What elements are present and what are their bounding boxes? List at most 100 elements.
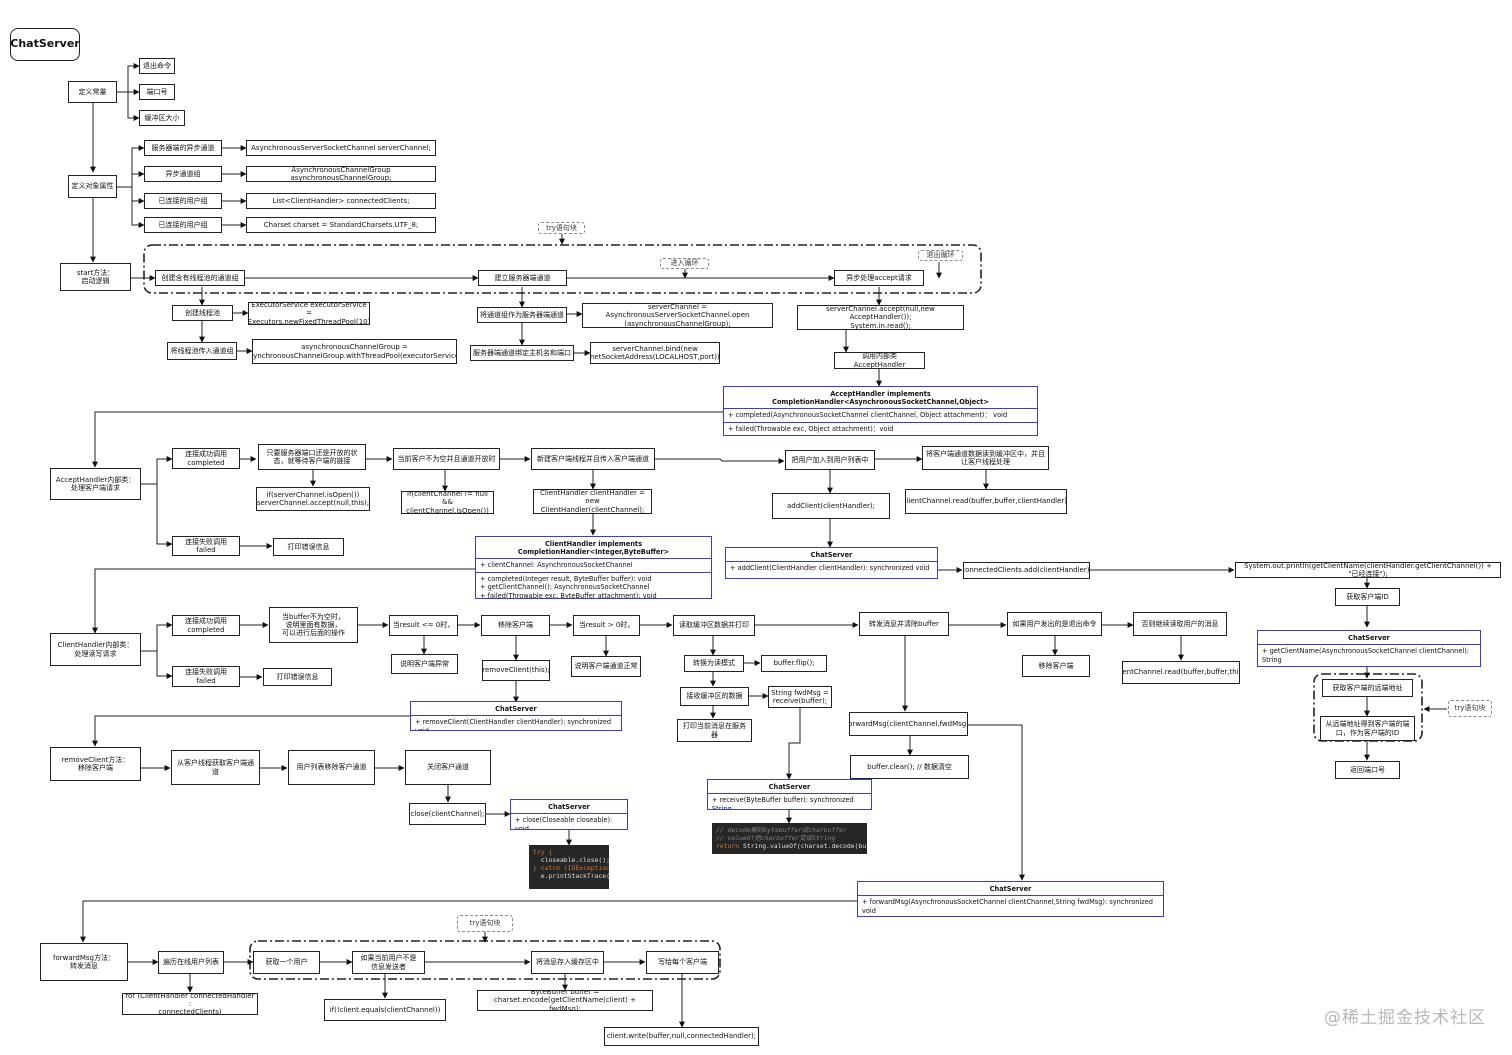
result-gt-zero: 当result > 0时， xyxy=(573,615,640,636)
get-remote-address: 获取客户端的远端地址 xyxy=(1322,679,1413,697)
client-handler-label: ClientHandler内部类： 处理读写请求 xyxy=(50,633,141,666)
get-client-id: 获取客户端ID xyxy=(1335,588,1400,606)
accept-print-error: 打印错误信息 xyxy=(273,538,344,556)
receive-class: ChatServer + receive(ByteBuffer buffer):… xyxy=(707,779,872,810)
exit-loop-note: 退出循环 xyxy=(918,250,963,261)
accept-handler-failed: + failed(Throwable exc, Object attachmen… xyxy=(724,421,1037,435)
attr-connected-clients-label: 已连接的用户组 xyxy=(144,193,222,209)
print-on-server: 打印当前消息在服务器 xyxy=(677,719,752,742)
read-and-print: 读取缓冲区数据并打印 xyxy=(673,615,755,636)
else-continue-read: 否则继续读取用户的消息 xyxy=(1133,612,1227,636)
remove-from-user-list: 用户列表移除客户通道 xyxy=(288,750,375,785)
new-client-handler: 新建客户端线程并且传入客户端通道 xyxy=(531,448,655,470)
receive-comment-valueof: // valueOf把charbuffer变成String xyxy=(716,834,836,842)
receive-buffer-data: 接收缓冲区的数据 xyxy=(680,687,749,706)
try-note-start: try语句块 xyxy=(538,222,585,234)
start-method: start方法： 启动逻辑 xyxy=(60,263,131,291)
client-not-null: 当前客户不为空并且通道开放时 xyxy=(393,448,500,470)
new-client-handler-code: ClientHandler clientHandler = new Client… xyxy=(533,489,652,514)
accept-handler-class-title: AcceptHandler implements CompletionHandl… xyxy=(724,387,1037,409)
forward-msg-method: forwardMsg方法： 转发消息 xyxy=(40,943,128,981)
client-abnormal: 说明客户端异常 xyxy=(391,654,458,674)
create-thread-pool: 创建线程池 xyxy=(172,305,233,321)
client-handler-class: ClientHandler implements CompletionHandl… xyxy=(475,536,712,599)
forward-msg-call: forwardMsg(clientChannel,fwdMsg); xyxy=(849,712,968,736)
accept-code: serverChannel.accept(null,new AcceptHand… xyxy=(797,305,964,330)
accept-fail: 连接失败调用 failed xyxy=(172,536,240,556)
open-channel-code: serverChannel = AsynchronousServerSocket… xyxy=(582,303,773,328)
forwardmsg-method: + forwardMsg(AsynchronousSocketChannel c… xyxy=(862,898,1153,915)
async-accept: 异步处理accept请求 xyxy=(834,270,924,286)
client-print-error: 打印错误信息 xyxy=(263,668,332,686)
if-quit-command: 如果用户发出的是退出命令 xyxy=(1007,612,1102,636)
accept-handler-label: AcceptHandler内部类： 处理客户端请求 xyxy=(50,468,141,500)
client-fail: 连接失败调用 failed xyxy=(172,666,240,687)
receive-code-return: return xyxy=(716,842,740,850)
use-group-as-channel: 将通道组作为服务器端通道 xyxy=(477,307,567,323)
channel-group-code: asynchronousChannelGroup = AsynchronousC… xyxy=(252,339,457,364)
attr-server-channel-code: AsynchronousServerSocketChannel serverCh… xyxy=(246,140,436,156)
add-user-to-list: 把用户加入到用户列表中 xyxy=(785,450,875,470)
forward-and-clear: 转发消息并清除buffer xyxy=(859,612,949,636)
get-a-user: 获取一个用户 xyxy=(253,951,320,974)
for-loop-code: for (ClientHandler connectedHandler : co… xyxy=(122,993,258,1015)
attr-channel-group-label: 异步通道组 xyxy=(144,166,222,182)
try-note-forward: try语句块 xyxy=(457,915,513,932)
receive-comment-decode: // decode解码bytebuffer成charbuffer xyxy=(716,826,847,834)
client-not-null-code: if(clientChannel != null && clientChanne… xyxy=(401,491,494,514)
attr-server-channel-label: 服务器端的异步通道 xyxy=(144,140,222,156)
getclientname-class: ChatServer + getClientName(AsynchronousS… xyxy=(1257,630,1481,667)
client-handler-field: + clientChannel: AsynchronousSocketChann… xyxy=(480,561,633,569)
client-success: 连接成功调用 completed xyxy=(172,615,240,636)
read-to-buffer: 将客户端通道数据读到缓冲区中，并且 让客户线程处理 xyxy=(922,446,1049,470)
buffer-clear: buffer.clear(); // 数据清空 xyxy=(850,755,969,779)
return-port: 返回端口号 xyxy=(1335,761,1400,779)
to-read-mode: 转换为读模式 xyxy=(684,655,744,672)
enter-loop-note: 进入循环 xyxy=(660,258,709,269)
close-class: ChatServer + close(Closeable closeable):… xyxy=(510,799,628,830)
get-channel-from-thread: 从客户线程获取客户端通道 xyxy=(171,750,260,785)
store-in-buffer: 将消息存入缓存区中 xyxy=(531,951,604,974)
define-constants: 定义常量 xyxy=(68,81,117,103)
receive-code-body: String.valueOf(charset.decode(buffer)); xyxy=(742,842,867,850)
addclient-class: ChatServer + addClient(ClientHandler cli… xyxy=(725,547,938,579)
attr-charset-code: Charset charset = StandardCharsets.UTF_8… xyxy=(246,217,436,233)
forwardmsg-class-title: ChatServer xyxy=(858,882,1163,896)
remove-client-call: removeClient(this); xyxy=(482,660,550,681)
add-to-connected-clients: connectedClients.add(clientHandler); xyxy=(963,562,1090,579)
close-code-close: closeable.close(); xyxy=(540,856,609,864)
close-client-channel: 关闭客户通道 xyxy=(405,750,491,785)
constant-port: 端口号 xyxy=(139,84,175,100)
attr-channel-group-code: AsynchronousChannelGroup asynchronousCha… xyxy=(246,166,436,182)
else-read-code: clientChannel.read(buffer,buffer,this); xyxy=(1122,661,1240,684)
root-title: ChatServer xyxy=(10,28,80,61)
create-channel-group: 创建含有线程池的通道组 xyxy=(155,270,245,286)
receive-method: + receive(ByteBuffer buffer): synchroniz… xyxy=(712,796,854,810)
println-connected: System.out.println(getClientName(clientH… xyxy=(1235,562,1501,578)
receive-class-title: ChatServer xyxy=(708,780,871,794)
receive-code: String fwdMsg = receive(buffer); xyxy=(768,686,832,708)
watermark: @稀土掘金技术社区 xyxy=(1324,1008,1486,1028)
encode-buffer-code: ByteBuffer buffer = charset.encode(getCl… xyxy=(477,990,653,1011)
iterate-online-users: 遍历在线用户列表 xyxy=(158,951,224,974)
removeclient-class: ChatServer + removeClient(ClientHandler … xyxy=(410,701,622,731)
pass-pool-to-group: 将线程池传入通道组 xyxy=(167,342,237,360)
keep-open-code: if(serverChannel.isOpen()) serverChannel… xyxy=(256,487,370,511)
try-note-getname: try语句块 xyxy=(1448,700,1492,717)
receive-code-snippet: // decode解码bytebuffer成charbuffer // valu… xyxy=(712,823,867,854)
client-handler-class-title: ClientHandler implements CompletionHandl… xyxy=(476,537,711,559)
attr-charset-label: 已连接的用户组 xyxy=(144,217,222,233)
close-code-try: try { xyxy=(533,848,553,856)
add-client-call: addClient(clientHandler); xyxy=(772,493,890,519)
remove-client-method: removeClient方法： 移除客户端 xyxy=(50,747,141,781)
bind-host-port: 服务器端通道绑定主机名和端口 xyxy=(470,345,574,361)
call-accept-handler: 调用内部类AcceptHandler xyxy=(834,352,925,369)
client-handler-methods: + completed(Integer result, ByteBuffer b… xyxy=(476,571,711,598)
define-attributes: 定义对象属性 xyxy=(68,175,117,198)
write-to-each-client: 写给每个客户端 xyxy=(646,951,719,974)
client-write-code: client.write(buffer,null,connectedHandle… xyxy=(604,1027,759,1046)
read-to-buffer-code: clientChannel.read(buffer,buffer,clientH… xyxy=(905,489,1067,514)
close-code-catch: } catch (IOException e) { xyxy=(533,864,609,872)
close-code-trace: e.printStackTrace(); xyxy=(540,872,609,880)
